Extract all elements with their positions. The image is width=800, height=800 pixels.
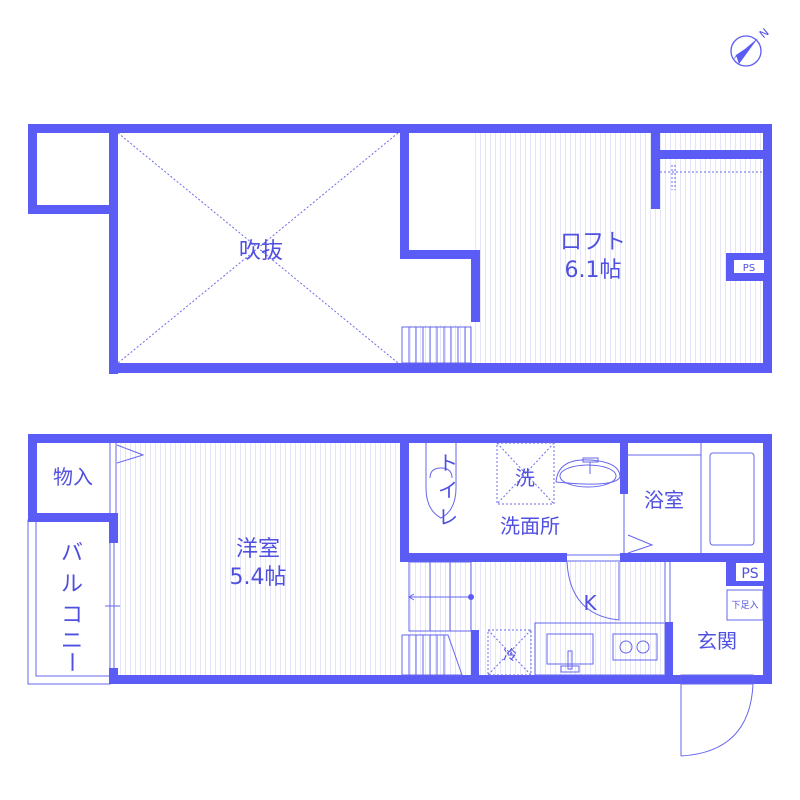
western-room-area: 5.4帖 (230, 565, 287, 590)
svg-text:ト: ト (438, 451, 458, 475)
wall (400, 553, 567, 562)
burner-icon (636, 640, 650, 654)
svg-text:ー: ー (58, 651, 83, 673)
bathroom-label: 浴室 (644, 488, 684, 512)
wall (109, 124, 118, 374)
shoe-box-label: 下足入 (731, 600, 758, 611)
lower-floor: PS 下足入 物入 バ ル コ ニ ー 洋室 5.4帖 ト イ レ 洗 洗面所 … (27, 434, 772, 757)
wall (620, 553, 772, 562)
washer-space (496, 442, 555, 505)
western-room-label: 洋室 (236, 537, 280, 562)
wall (28, 513, 118, 522)
wall (28, 124, 37, 214)
entrance-door[interactable] (680, 674, 754, 757)
washroom-label: 洗面所 (500, 514, 560, 538)
compass-north-label: N (757, 26, 772, 41)
loft-ps-label: PS (743, 263, 755, 274)
wall (672, 675, 772, 684)
sink (546, 633, 594, 665)
washer-label: 洗 (515, 466, 535, 490)
entrance-label: 玄関 (697, 629, 737, 653)
wall (665, 622, 673, 684)
wall (28, 205, 118, 214)
wall (28, 434, 37, 522)
wall (763, 124, 772, 373)
ps-label: PS (741, 566, 758, 582)
kitchen-label: K (583, 591, 597, 615)
loft-area: 6.1帖 (565, 258, 622, 283)
storage-door-arrow (116, 444, 145, 464)
wall (471, 250, 480, 322)
void-diagonal (117, 132, 399, 364)
shoe-box (726, 589, 764, 621)
bathtub (709, 452, 755, 546)
burner-icon (619, 640, 633, 654)
svg-text:コ: コ (61, 603, 83, 628)
loft-label: ロフト (560, 230, 626, 255)
wall (109, 675, 681, 684)
storage-label: 物入 (53, 465, 93, 489)
toilet-label: ト イ レ (438, 451, 458, 529)
toilet-fixture (425, 443, 457, 519)
ladder (401, 326, 472, 364)
wall (109, 513, 118, 543)
svg-text:イ: イ (438, 478, 458, 502)
balcony-label: バ ル コ ニ ー (58, 541, 83, 673)
wall (471, 630, 479, 680)
bath-door-arrow (627, 534, 654, 554)
fridge-label: 冷 (503, 648, 517, 664)
wall (651, 124, 660, 209)
wall (620, 434, 628, 494)
wall (651, 150, 772, 159)
svg-text:ル: ル (61, 572, 83, 597)
compass-icon: N (730, 26, 772, 67)
svg-text:バ: バ (61, 541, 83, 566)
kitchen-floor (409, 561, 665, 675)
washbasin (555, 457, 621, 488)
wall (400, 434, 409, 562)
fridge-space (487, 629, 532, 676)
western-room-floor (118, 443, 400, 675)
upper-floor: PS 吹抜 ロフト 6.1帖 (28, 124, 772, 374)
wall (400, 124, 409, 259)
staircase (401, 561, 474, 676)
stove (612, 633, 658, 661)
kitchen-door-swing (566, 561, 620, 621)
svg-text:ニ: ニ (61, 629, 83, 654)
void-label: 吹抜 (239, 239, 283, 264)
svg-text:レ: レ (438, 505, 458, 529)
wall (109, 363, 772, 373)
wall (400, 250, 480, 259)
